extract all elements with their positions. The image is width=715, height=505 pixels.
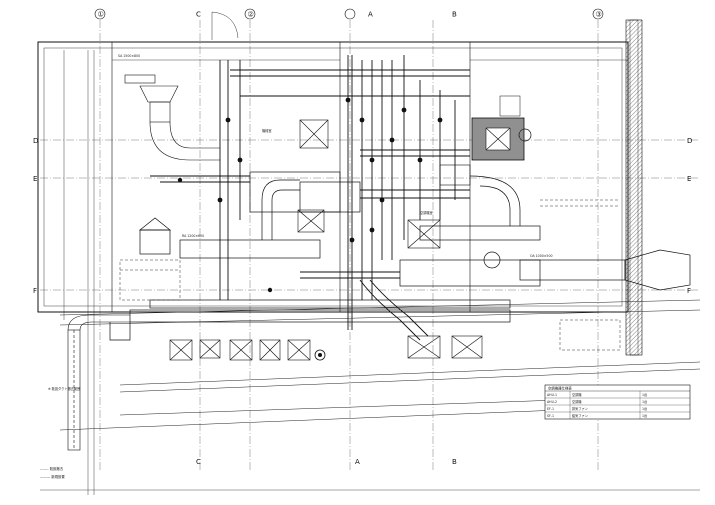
table-cell: 空調機 bbox=[572, 392, 582, 397]
table-cell: 1台 bbox=[642, 413, 647, 418]
table-cell: EF-1 bbox=[547, 407, 554, 411]
right-shaft-inner bbox=[629, 19, 639, 356]
equipment-table: 空調機器仕様表 AHU-1 空調機 1台 AHU-2 空調機 1台 EF-1 排… bbox=[544, 384, 691, 420]
grid-label-left-e: E bbox=[33, 175, 37, 183]
label-note-left: ※ 既設ダクト撤去範囲 bbox=[48, 386, 80, 391]
existing-removal bbox=[119, 199, 621, 351]
legend-line-2: ——— 新規設置 bbox=[40, 474, 65, 479]
legend: ------- 既設撤去 ——— 新規設置 bbox=[40, 466, 65, 479]
grid-label-bottom-a: A bbox=[355, 458, 360, 466]
label-duct-mid: RA 1200×600 bbox=[182, 234, 204, 238]
table-cell: 1台 bbox=[642, 392, 647, 397]
label-room-1: 機械室 bbox=[262, 128, 272, 133]
table-cell: 給気ファン bbox=[572, 413, 588, 418]
table-cell: 1台 bbox=[642, 406, 647, 411]
grid-label-top-3: ③ bbox=[596, 11, 602, 19]
grid-label-right-d: D bbox=[687, 137, 692, 145]
grid-bubbles-top bbox=[94, 8, 604, 20]
legend-line-1: ------- 既設撤去 bbox=[40, 466, 64, 471]
equipment-boxes bbox=[124, 74, 483, 361]
main-ducts bbox=[109, 171, 691, 341]
grid-label-bottom-c: C bbox=[196, 458, 201, 466]
grid-label-left-d: D bbox=[33, 137, 38, 145]
door-swing bbox=[211, 11, 239, 40]
valves bbox=[177, 97, 443, 361]
left-vertical-duct bbox=[67, 314, 130, 451]
table-cell: 1台 bbox=[642, 399, 647, 404]
ahu-unit bbox=[471, 95, 525, 161]
grid-label-top-c: C bbox=[196, 11, 201, 19]
grid-label-left-f: F bbox=[33, 287, 37, 295]
grid-label-bottom-b: B bbox=[452, 458, 457, 466]
upper-left-elbow bbox=[139, 85, 220, 161]
table-cell: AHU-1 bbox=[547, 393, 557, 397]
table-cell: 空調機 bbox=[572, 399, 582, 404]
central-piping bbox=[150, 55, 470, 341]
slab-lines bbox=[59, 299, 701, 431]
table-title: 空調機器仕様表 bbox=[548, 386, 572, 391]
grid-label-top-1: ① bbox=[98, 11, 104, 19]
label-duct-right: OA 1000×500 bbox=[530, 254, 553, 258]
right-shaft bbox=[625, 19, 643, 356]
label-duct-top: SA 1500×800 bbox=[118, 54, 140, 58]
grid-label-top-b: B bbox=[452, 11, 457, 19]
table-cell: SF-1 bbox=[547, 414, 554, 418]
grid-label-top-2: ② bbox=[248, 11, 254, 19]
label-room-2: 空調機室 bbox=[420, 210, 433, 215]
grid-label-right-e: E bbox=[687, 175, 691, 183]
grid-lines bbox=[40, 20, 700, 470]
table-cell: 排気ファン bbox=[572, 406, 588, 411]
building-walls bbox=[37, 41, 629, 495]
middle-elbows bbox=[139, 128, 532, 269]
grid-label-right-f: F bbox=[687, 287, 691, 295]
table-cell: AHU-2 bbox=[547, 400, 557, 404]
grid-label-top-a: A bbox=[368, 11, 373, 19]
